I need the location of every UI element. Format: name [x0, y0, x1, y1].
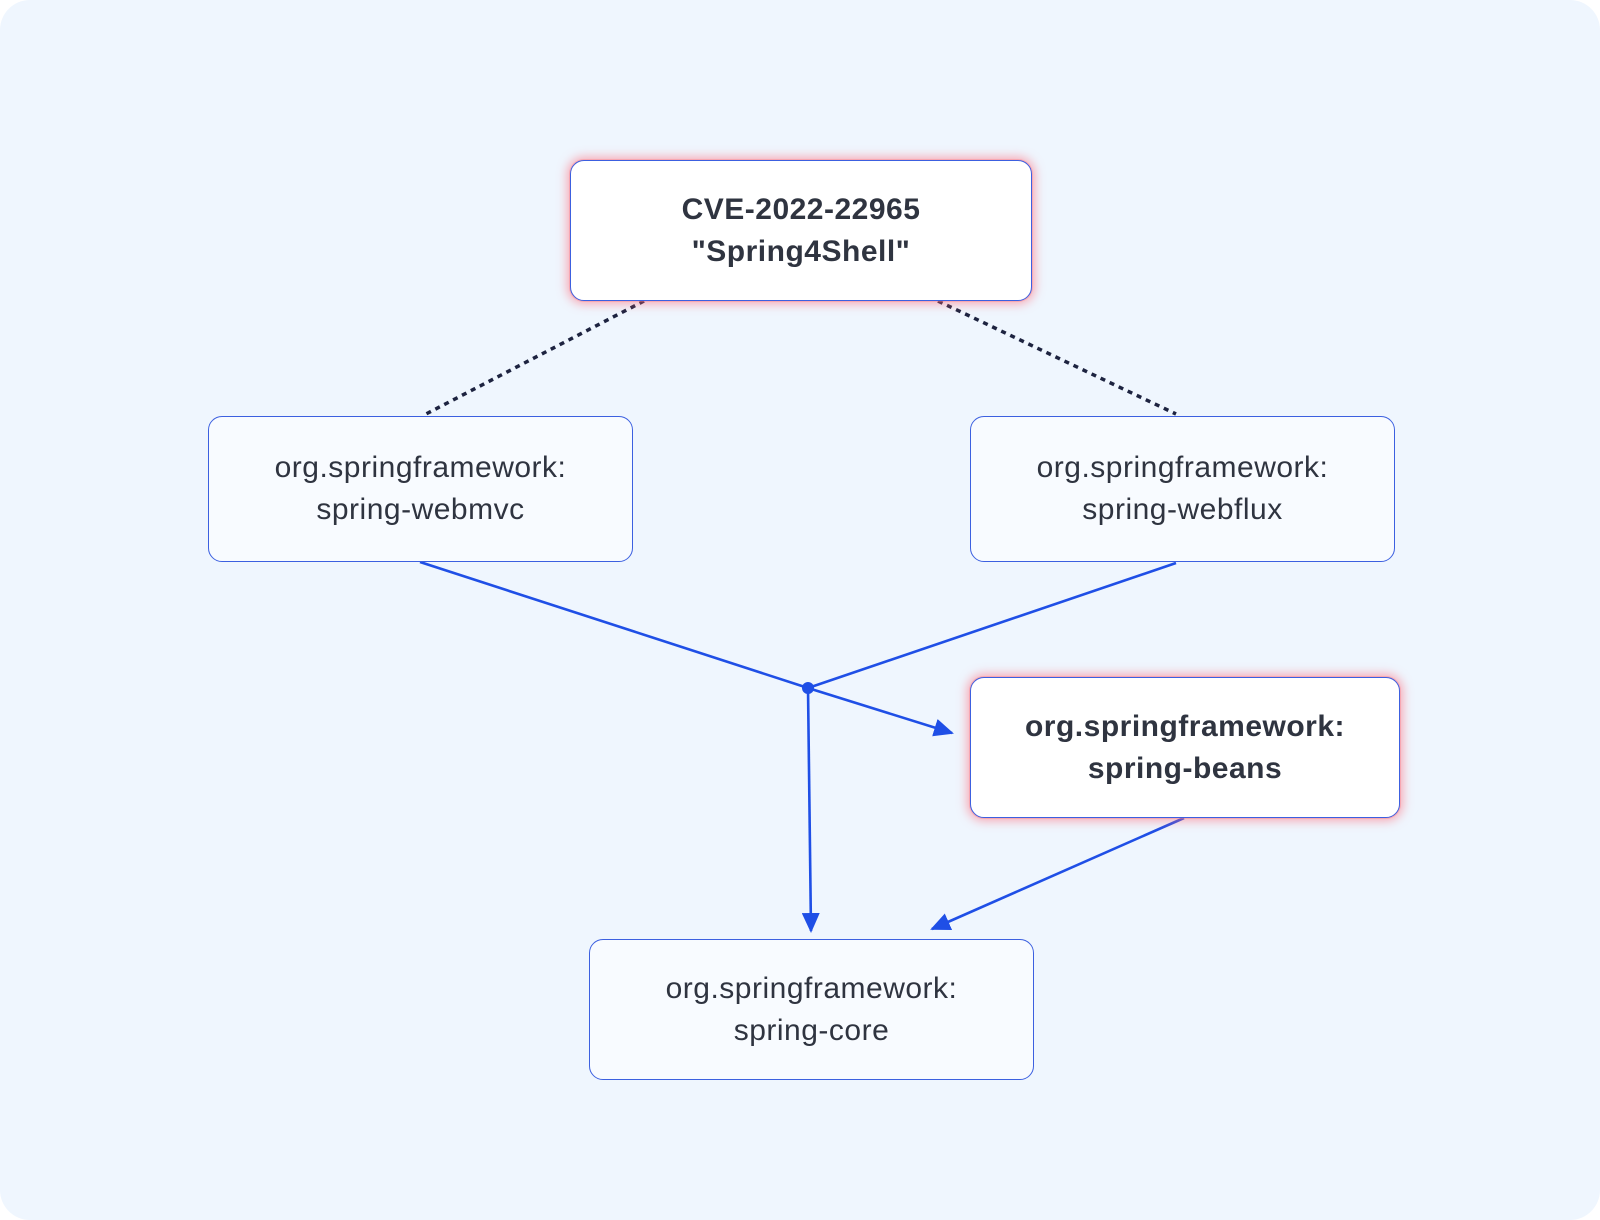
edge-beans-to-core: [930, 816, 1185, 931]
node-cve-line2: "Spring4Shell": [691, 234, 911, 268]
node-webmvc-line1: org.springframework:: [274, 451, 567, 484]
node-spring-beans[interactable]: org.springframework: spring-beans: [970, 677, 1400, 818]
node-webmvc-line2: spring-webmvc: [316, 493, 525, 526]
edge-cve-to-webflux: [937, 299, 1177, 416]
edge-junction-to-beans: [807, 686, 954, 737]
edge-junction-dot: [802, 682, 814, 694]
edge-cve-to-webmvc: [425, 299, 645, 416]
node-beans-line2: spring-beans: [1087, 751, 1283, 785]
node-cve-spring4shell[interactable]: CVE-2022-22965 "Spring4Shell": [570, 160, 1032, 301]
node-spring-core[interactable]: org.springframework: spring-core: [589, 939, 1034, 1080]
edge-junction-to-core: [801, 687, 820, 933]
node-core-line2: spring-core: [733, 1013, 890, 1047]
node-spring-webmvc[interactable]: org.springframework: spring-webmvc: [208, 416, 633, 562]
edge-webflux-to-junction: [807, 561, 1177, 690]
node-beans-line1: org.springframework:: [1024, 709, 1346, 743]
edge-webmvc-to-junction: [419, 560, 809, 690]
node-webflux-line2: spring-webflux: [1082, 493, 1283, 526]
node-webflux-line1: org.springframework:: [1036, 451, 1329, 484]
node-spring-webflux[interactable]: org.springframework: spring-webflux: [970, 416, 1395, 562]
node-core-line1: org.springframework:: [665, 971, 958, 1005]
node-cve-line1: CVE-2022-22965: [681, 192, 921, 226]
